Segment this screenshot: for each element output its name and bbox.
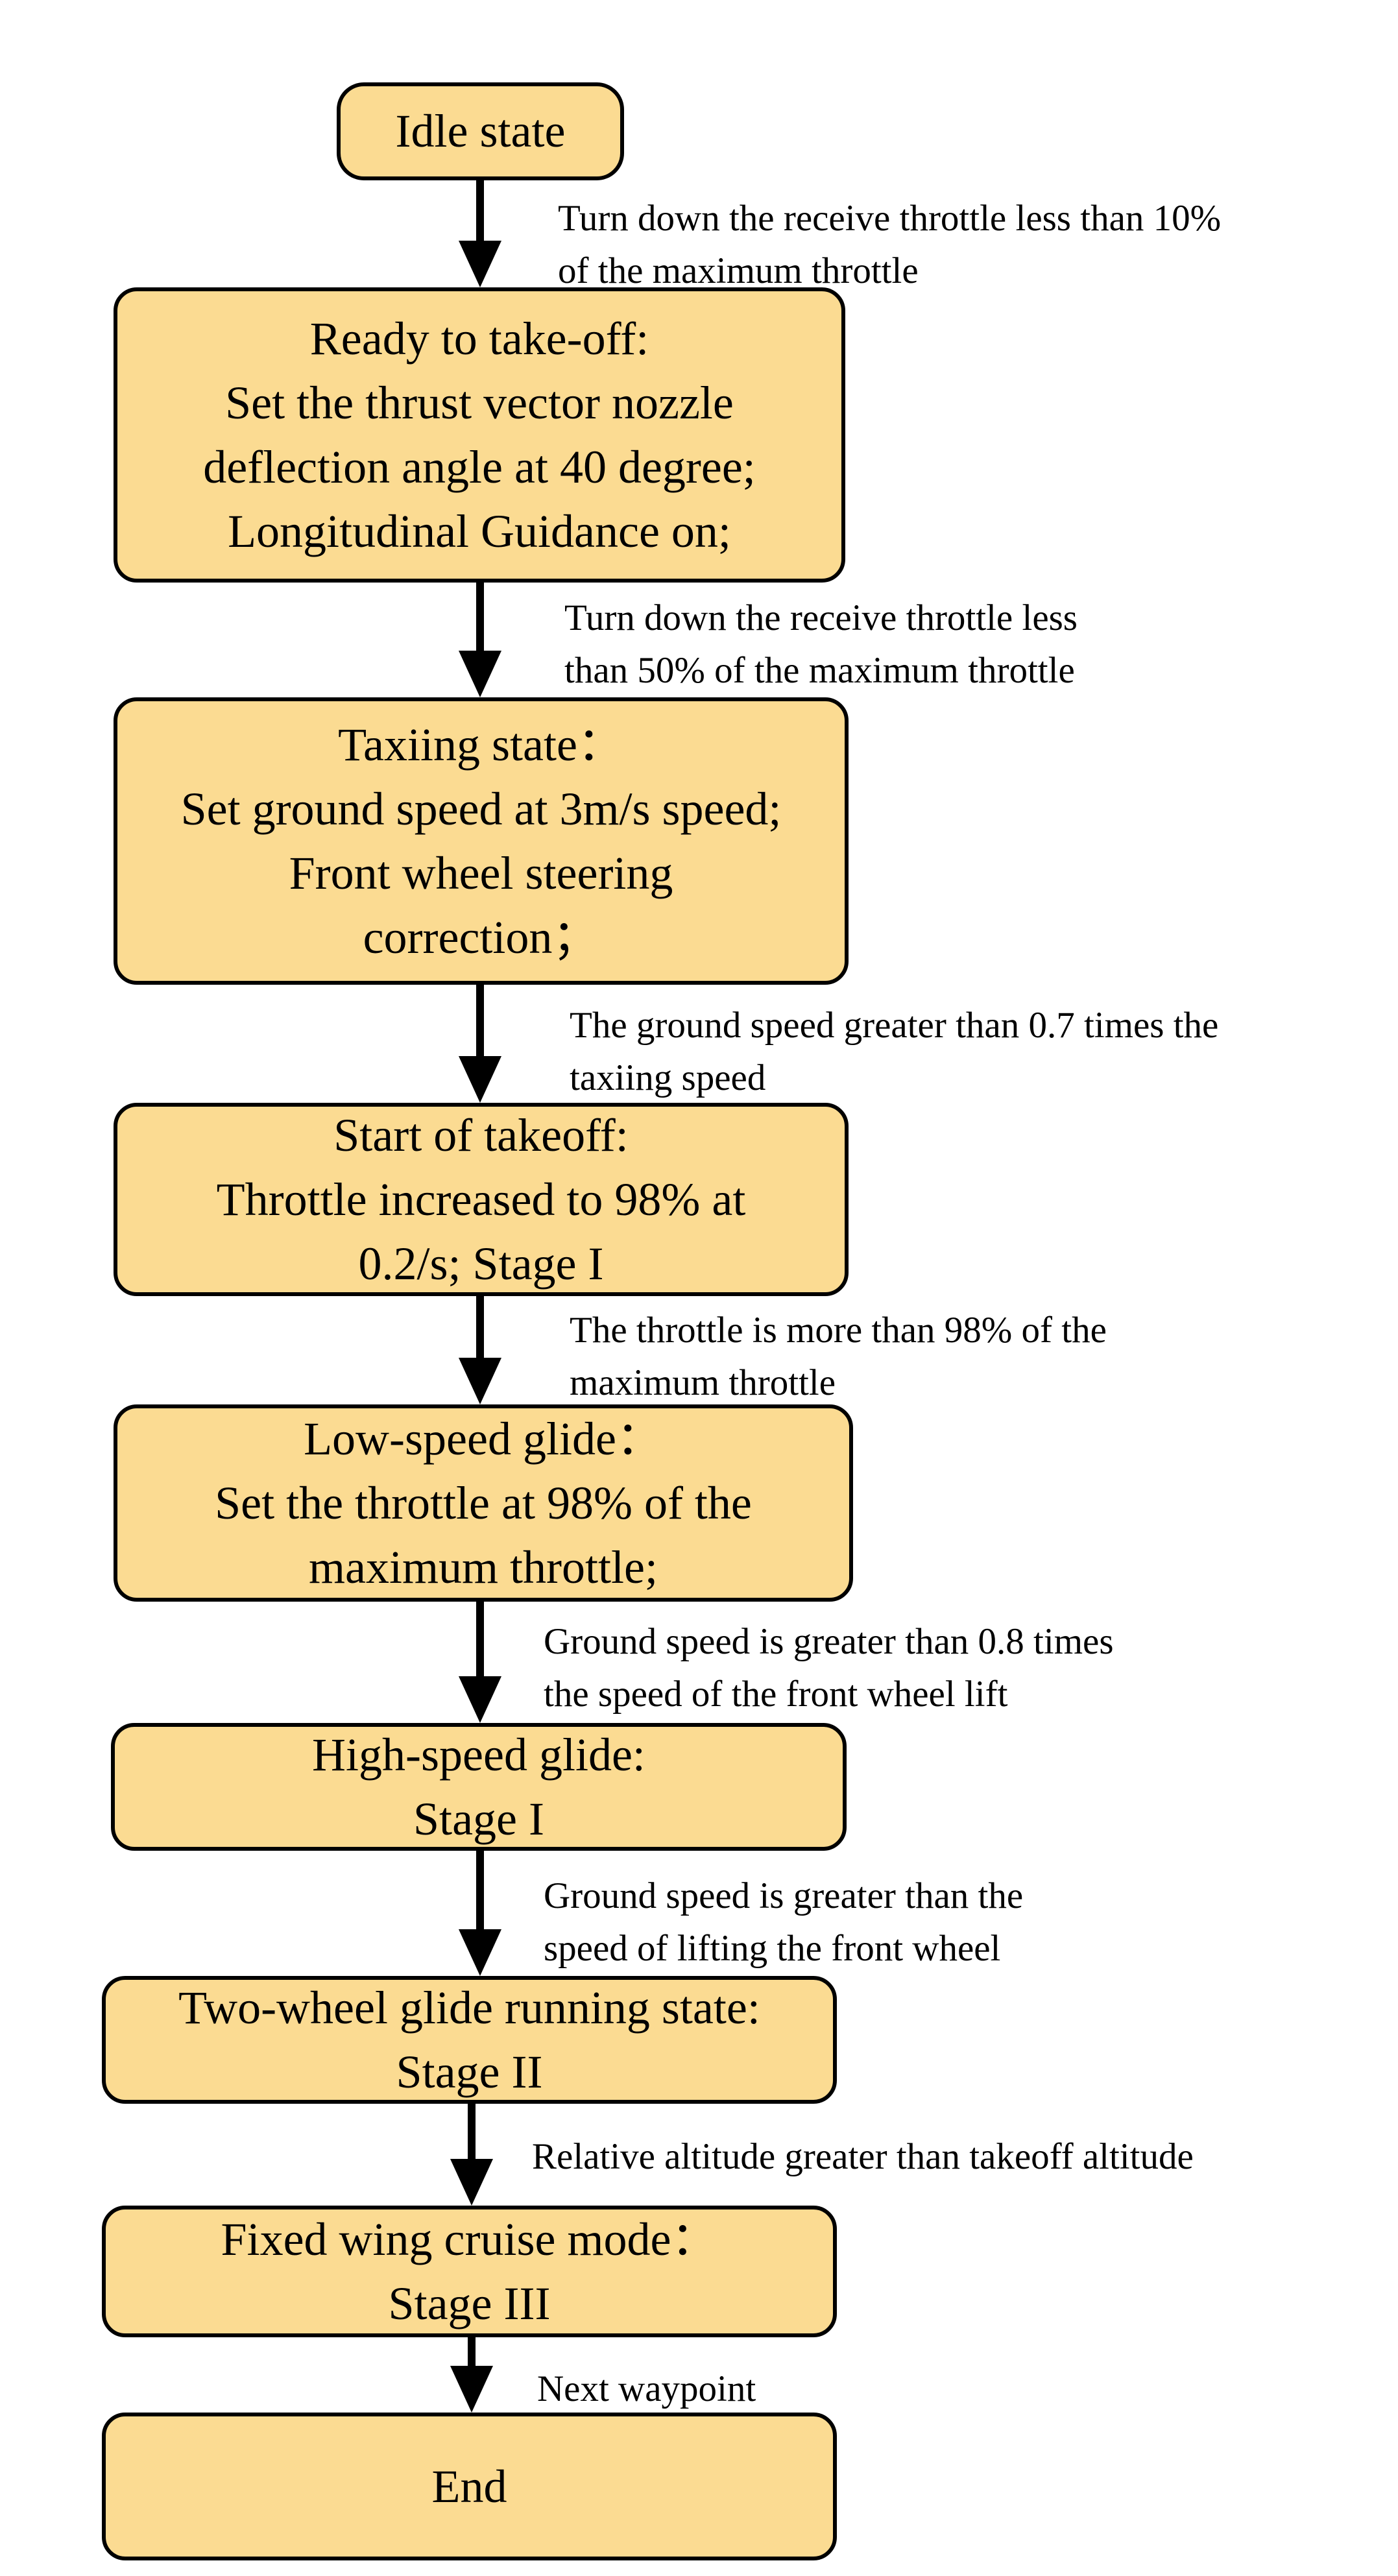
arrow-shaft [476, 985, 484, 1057]
arrow-ready-to-taxiing [459, 583, 501, 697]
arrow-down-icon [459, 1358, 501, 1404]
edge-label-taxiing-to-start: The ground speed greater than 0.7 times … [570, 1005, 1219, 1098]
arrow-shaft [476, 1296, 484, 1359]
edge-label-twowheel-to-cruise: Relative altitude greater than takeoff a… [532, 2136, 1194, 2177]
edge-label-highspeed-to-twowheel: Ground speed is greater than the speed o… [544, 1875, 1024, 1969]
node-two-wheel-glide-running: Two-wheel glide running state: Stage II [102, 1976, 837, 2104]
arrow-shaft [476, 1851, 484, 1931]
arrow-cruise-to-end [450, 2337, 493, 2413]
arrow-lowspeed-to-highspeed [459, 1602, 501, 1723]
arrow-shaft [476, 1602, 484, 1678]
arrow-twowheel-to-cruise [450, 2104, 493, 2206]
edge-label-lowspeed-to-highspeed: Ground speed is greater than 0.8 times t… [544, 1621, 1114, 1715]
node-start-of-takeoff: Start of takeoff: Throttle increased to … [114, 1103, 849, 1296]
node-low-speed-glide: Low-speed glide： Set the throttle at 98%… [114, 1404, 853, 1602]
node-ready-to-take-off: Ready to take-off: Set the thrust vector… [114, 287, 845, 583]
arrow-down-icon [459, 1056, 501, 1103]
arrow-taxiing-to-start [459, 985, 501, 1103]
edge-label-ready-to-taxiing: Turn down the receive throttle less than… [564, 597, 1078, 691]
arrow-idle-to-ready [459, 180, 501, 287]
arrow-shaft [476, 180, 484, 242]
node-end: End [102, 2413, 837, 2560]
arrow-shaft [468, 2337, 476, 2367]
arrow-down-icon [459, 651, 501, 697]
arrow-down-icon [459, 1676, 501, 1723]
arrow-shaft [476, 583, 484, 652]
node-fixed-wing-cruise: Fixed wing cruise mode： Stage III [102, 2206, 837, 2337]
arrow-highspeed-to-twowheel [459, 1851, 501, 1976]
edge-label-idle-to-ready: Turn down the receive throttle less than… [558, 198, 1222, 291]
arrow-down-icon [459, 1929, 501, 1976]
node-taxiing-state: Taxiing state： Set ground speed at 3m/s … [114, 697, 849, 985]
arrow-down-icon [450, 2366, 493, 2413]
arrow-down-icon [450, 2159, 493, 2206]
arrow-shaft [468, 2104, 476, 2160]
arrow-start-to-lowspeed [459, 1296, 501, 1404]
arrow-down-icon [459, 241, 501, 287]
node-high-speed-glide: High-speed glide: Stage I [111, 1723, 847, 1851]
edge-label-cruise-to-end: Next waypoint [537, 2368, 756, 2409]
edge-label-start-to-lowspeed: The throttle is more than 98% of the max… [570, 1310, 1107, 1403]
node-idle-state: Idle state [337, 82, 624, 180]
